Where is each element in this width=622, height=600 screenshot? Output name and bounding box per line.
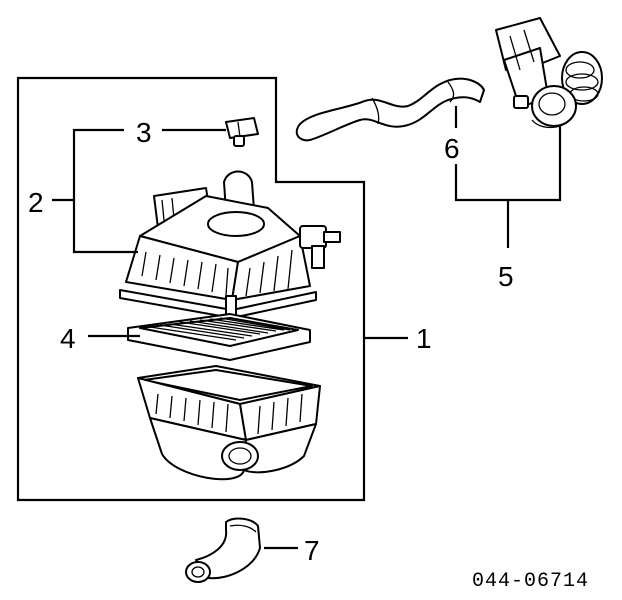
vacuum-valve: [299, 225, 341, 269]
callout-4-label: 4: [60, 323, 76, 354]
callout-3-label: 3: [136, 117, 152, 148]
diagram-code: 044-06714: [472, 570, 589, 593]
callout-1-label: 1: [416, 323, 432, 354]
part-7-outlet-duct: [185, 517, 261, 583]
callout-7-label: 7: [304, 535, 320, 566]
callout-5-label: 5: [498, 261, 514, 292]
part-5-intake-connector: [495, 17, 603, 129]
assembly-frame: [16, 76, 366, 502]
part-3-sensor: [225, 117, 259, 147]
upper-case-cover: [119, 170, 317, 319]
part-4-air-filter: [127, 313, 311, 361]
lower-case: [137, 365, 321, 481]
callout-6-label: 6: [444, 133, 460, 164]
callout-2-label: 2: [28, 187, 44, 218]
leader-lines: [52, 106, 562, 550]
part-6-intake-hose: [295, 77, 485, 142]
